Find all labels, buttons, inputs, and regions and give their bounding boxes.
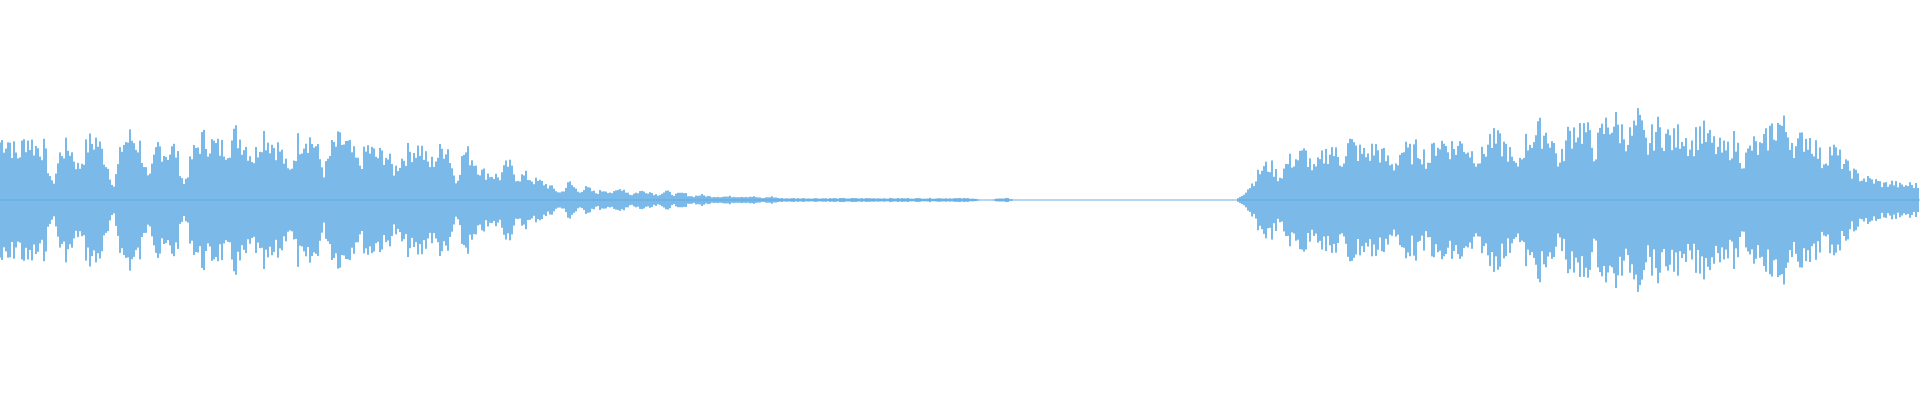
waveform-bars xyxy=(0,108,1919,292)
